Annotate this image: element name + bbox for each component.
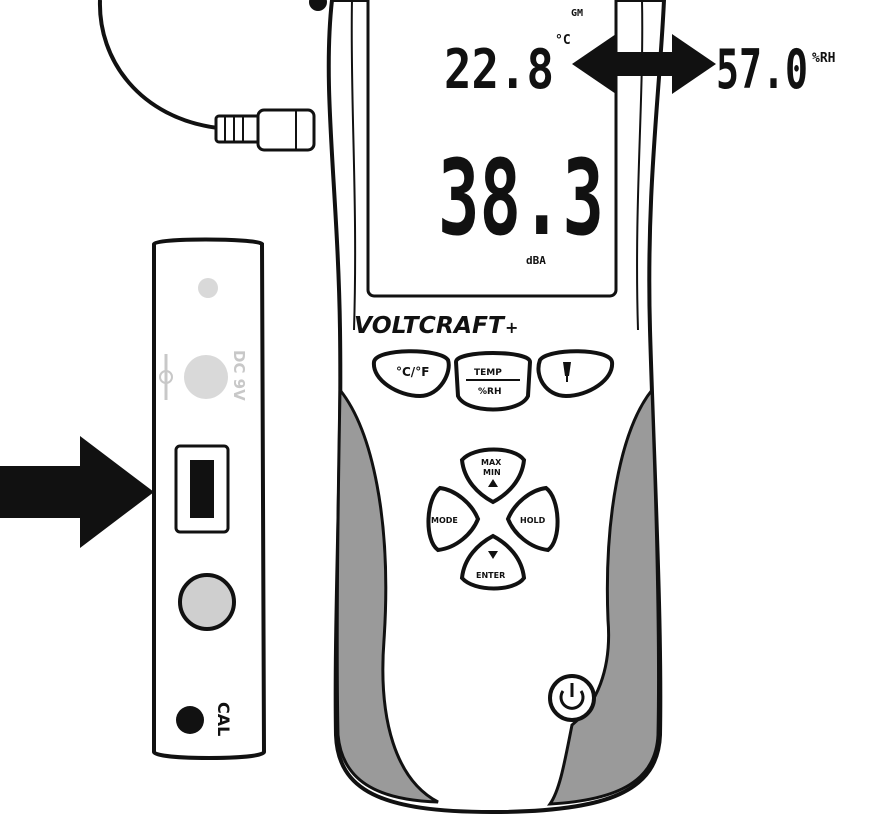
cal-label: CAL [214, 702, 233, 736]
indicator-led [198, 278, 218, 298]
round-socket[interactable] [178, 573, 236, 631]
side-connector-panel: DC 9V CAL [152, 237, 267, 760]
double-arrow-icon [572, 34, 716, 94]
cal-button[interactable] [176, 706, 204, 734]
unit-toggle-button[interactable]: °C/°F [371, 349, 451, 399]
probe-cable [97, 0, 327, 130]
light-icon [563, 362, 571, 382]
cable-plug [214, 108, 316, 152]
enter-label: ENTER [476, 571, 505, 580]
display-sound-level: 38.3 [438, 137, 604, 259]
mode-label: MODE [431, 516, 458, 525]
rh-label: %RH [478, 387, 501, 397]
unit-toggle-label: °C/°F [396, 365, 429, 379]
hold-button[interactable]: HOLD [505, 485, 560, 553]
display-temperature: 22.8 [444, 38, 554, 101]
mode-button[interactable]: MODE [426, 485, 481, 553]
temp-rh-button[interactable]: TEMP %RH [453, 351, 533, 412]
hold-label: HOLD [520, 516, 546, 525]
display-humidity-unit: %RH [812, 51, 835, 66]
display-humidity: 57.0 [716, 38, 808, 101]
backlight-button[interactable] [536, 349, 615, 399]
usb-port-icon[interactable] [174, 444, 230, 534]
dc-jack [184, 355, 228, 399]
display-sound-unit: dBA [526, 254, 546, 267]
brand-mark: + [505, 318, 518, 337]
dc-label: DC 9V [230, 350, 248, 401]
max-label: MAX [481, 458, 502, 467]
brand-logo: VOLTCRAFT [354, 313, 506, 339]
display-mode-indicator: GM [571, 8, 583, 19]
down-arrow-icon [488, 551, 498, 559]
up-arrow-icon [488, 479, 498, 487]
power-button[interactable] [548, 674, 596, 722]
arrow-left-icon [0, 436, 154, 548]
min-label: MIN [483, 468, 501, 477]
display-temperature-unit: °C [555, 33, 571, 48]
plug-symbol-icon [159, 354, 173, 400]
max-min-button[interactable]: MAX MIN [459, 447, 527, 505]
enter-button[interactable]: ENTER [459, 533, 527, 591]
temp-label: TEMP [474, 368, 502, 378]
power-icon [559, 683, 585, 710]
lcd-screen [366, 0, 618, 298]
